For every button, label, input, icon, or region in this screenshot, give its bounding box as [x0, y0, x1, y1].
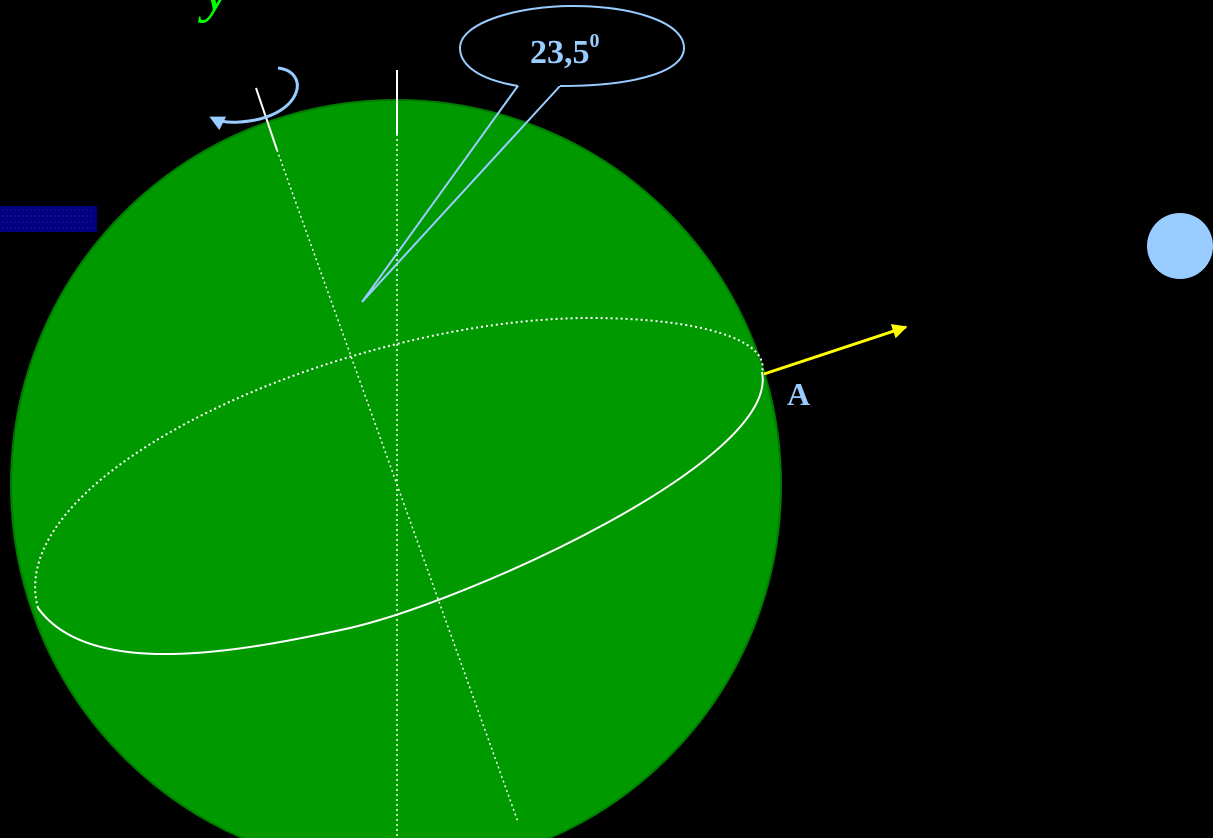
- rotation-arrow-icon: [209, 66, 299, 131]
- side-bar: [0, 206, 97, 232]
- equator-front-solid: [37, 371, 764, 656]
- equator-back-dotted: [34, 316, 764, 609]
- tilted-axis-inside: [276, 149, 519, 823]
- side-circle: [1147, 213, 1213, 279]
- earth-sphere: [10, 99, 782, 838]
- tilted-axis-outside: [255, 87, 278, 151]
- angle-degree-superscript: 0: [590, 30, 600, 52]
- partial-title-glyph: y: [197, 0, 230, 23]
- angle-callout-label: 23,50: [530, 30, 600, 71]
- angle-callout-shape: [458, 4, 686, 87]
- side-bar-dots: [2, 209, 95, 229]
- angle-callout-bubble: [361, 82, 561, 303]
- direction-arrow-icon: [763, 324, 908, 376]
- angle-value: 23,5: [530, 34, 590, 71]
- point-a-label: A: [787, 376, 810, 412]
